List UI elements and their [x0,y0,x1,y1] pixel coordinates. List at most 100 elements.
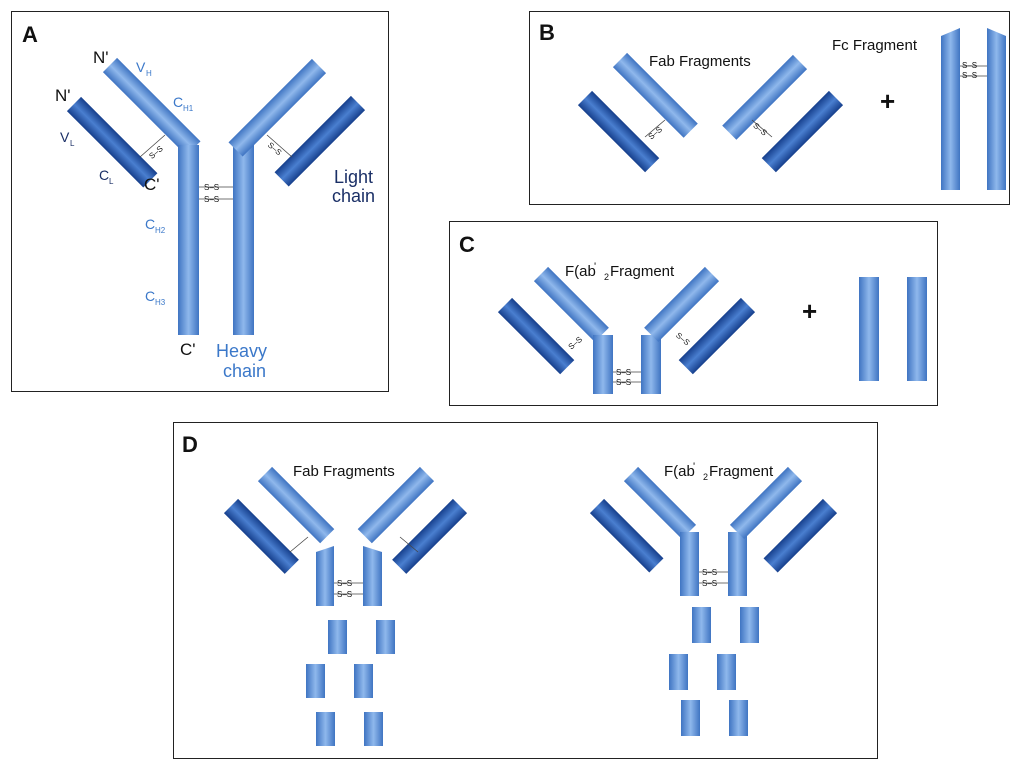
panel-c-letter: C [459,232,475,257]
d-left-fc-frag-1 [328,620,347,654]
fab2-left-light [497,297,575,375]
fab-fragments-label-d: Fab Fragments [293,463,395,480]
d-left-fc-frag-4 [354,664,373,698]
ss-bond-right-arm: S–S [266,141,283,158]
ss-bond-d-left-1: S–S [337,579,352,588]
svg-text:H: H [146,69,152,78]
svg-text:C: C [145,216,155,232]
svg-text:': ' [594,261,596,273]
light-chain-right [274,95,366,187]
panel-b-letter: B [539,20,555,45]
vh-label: V H [136,59,152,78]
svg-text:H2: H2 [155,226,166,235]
fc-piece-left [859,277,879,381]
c-terminus-light-label: C' [144,175,160,194]
light-chain-label-line2: chain [332,186,375,206]
ss-bond-d-right-2: S–S [702,579,717,588]
d-right-stem-right [728,532,747,596]
ss-bond-fab-right: S–S [751,121,768,138]
fab2-left-stem [593,335,613,394]
d-left-fab-heavy-right [357,466,435,544]
svg-text:': ' [693,461,695,473]
d-right-fc-frag-5 [681,700,700,736]
d-left-fc-frag-6 [364,712,383,746]
svg-text:V: V [136,59,146,75]
heavy-chain-label-line2: chain [223,361,266,381]
fab2-right-heavy-arm [644,266,720,342]
fab-left-heavy [612,52,698,138]
svg-text:F(ab: F(ab [565,263,596,280]
fab-right-light [761,90,844,173]
ch3-label: C H3 [145,288,166,307]
svg-text:L: L [70,139,75,148]
panel-c: C F(ab ' 2 Fragment S–S S–S S–S S–S + [459,232,927,394]
svg-text:H3: H3 [155,298,166,307]
d-right-fc-frag-1 [692,607,711,643]
fc-left-chain [941,28,960,190]
fab2-right-stem [641,335,661,394]
svg-text:2: 2 [604,272,609,282]
ss-bond-left-arm: S–S [147,144,164,161]
d-right-light-right [763,498,838,573]
plus-sign-b: + [880,86,895,116]
ss-bond-d-right-1: S–S [702,568,717,577]
fab-left-light [577,90,660,173]
panel-d-letter: D [182,432,198,457]
panel-d-frame [173,422,878,759]
n-terminus-heavy-label: N' [93,48,109,67]
svg-text:Fragment: Fragment [610,263,675,280]
light-chain-left [66,96,158,188]
fc-piece-right [907,277,927,381]
fab2-right-light [678,297,756,375]
svg-text:C: C [173,94,183,110]
ss-bond-fab-left: S–S [647,125,664,142]
panel-b-frame [529,11,1010,205]
d-left-fab-light-right [392,498,468,574]
panel-a-letter: A [22,22,38,47]
ss-bond-fc-1: S–S [962,61,977,70]
d-left-fc-frag-5 [316,712,335,746]
d-left-fc-frag-2 [376,620,395,654]
plus-sign-c: + [802,296,817,326]
ss-bond-fab2-hinge-2: S–S [616,378,631,387]
svg-text:L: L [109,177,114,186]
ss-bond-fab2-right: S–S [674,331,691,348]
fab2-fragment-label: F(ab ' 2 Fragment [565,261,675,282]
vl-label: V L [60,129,75,148]
d-right-heavy-right-arm [729,466,803,540]
fab2-fragment-label-d: F(ab ' 2 Fragment [664,461,774,482]
disulfide-bonds-a [139,134,293,200]
heavy-chain-label-line1: Heavy [216,341,267,361]
svg-text:V: V [60,129,70,145]
d-left-fab-heavy-left [257,466,335,544]
d-right-light-left [589,498,664,573]
d-right-fc-frag-4 [717,654,736,690]
d-left-hinge-left [316,546,334,606]
svg-text:C: C [145,288,155,304]
fab-fragments-label: Fab Fragments [649,53,751,70]
heavy-chain-right-arm [228,58,327,157]
heavy-chain-left-arm [102,57,201,156]
c-terminus-heavy-label: C' [180,340,196,359]
heavy-chain-right-stem [233,145,254,335]
ss-bond-hinge-1: S–S [204,183,219,192]
ss-bond-fab2-hinge-1: S–S [616,368,631,377]
panel-b: B Fab Fragments Fc Fragment S–S S–S + S–… [539,20,1006,190]
d-left-hinge-right [363,546,382,606]
ch1-label: C H1 [173,94,194,113]
fc-fragment-label: Fc Fragment [832,37,918,54]
light-chain-label-line1: Light [334,167,373,187]
ss-bond-d-left-2: S–S [337,590,352,599]
fab-right-heavy [722,54,808,140]
svg-text:2: 2 [703,472,708,482]
n-terminus-light-label: N' [55,86,71,105]
d-left-fab-light-left [223,498,299,574]
panel-c-frame [449,221,938,406]
svg-text:F(ab: F(ab [664,463,695,480]
svg-text:C: C [99,167,109,183]
ch2-label: C H2 [145,216,166,235]
ss-bond-fc-2: S–S [962,71,977,80]
ss-bond-hinge-2: S–S [204,195,219,204]
d-right-heavy-left-arm [623,466,697,540]
